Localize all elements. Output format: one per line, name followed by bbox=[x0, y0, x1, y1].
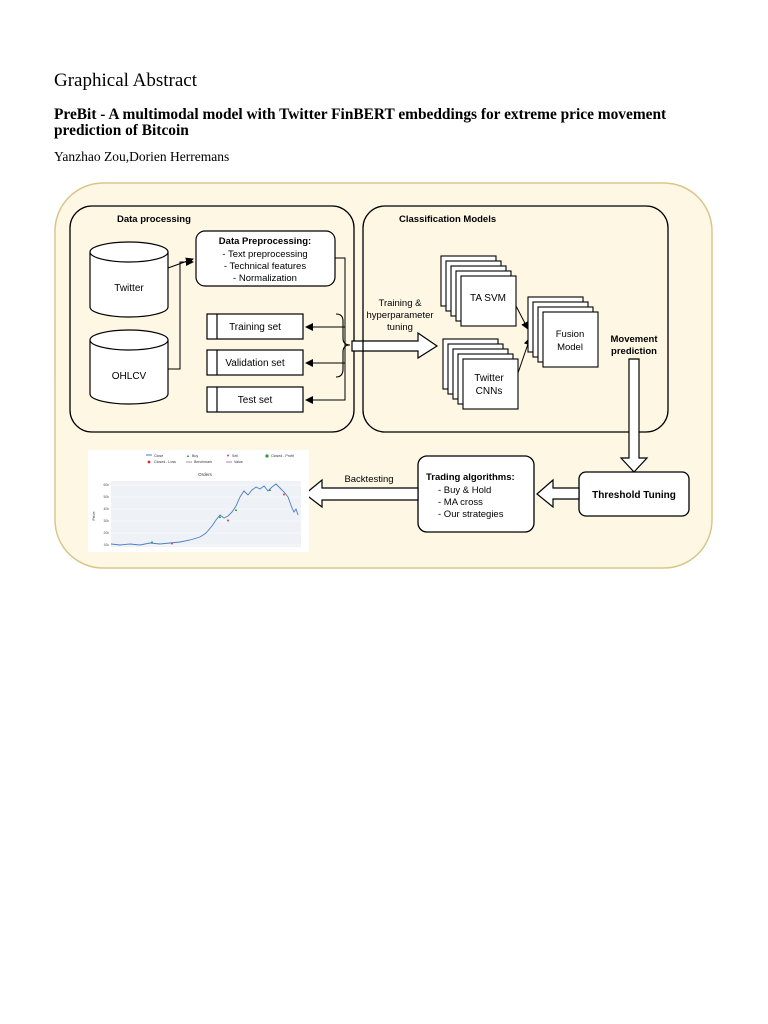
twitter-cnns-stack bbox=[442, 338, 519, 410]
legend-buy-icon: ▲ bbox=[186, 453, 190, 458]
buy-marker: ▲ bbox=[218, 514, 222, 519]
classification-title: Classification Models bbox=[399, 214, 496, 225]
trading-algorithms-title: Trading algorithms: bbox=[426, 472, 515, 483]
fusion-model-stack bbox=[527, 296, 599, 368]
movement-label-line-2: prediction bbox=[611, 346, 657, 357]
backtesting-label: Backtesting bbox=[344, 474, 393, 485]
trading-item-our-strategies: - Our strategies bbox=[438, 509, 504, 520]
preprocessing-step-normalization: - Normalization bbox=[233, 273, 297, 284]
ytick-50k: 50k bbox=[104, 495, 110, 499]
preprocessing-step-text: - Text preprocessing bbox=[222, 249, 307, 260]
twitter-cnns-label-line-1: Twitter bbox=[474, 373, 504, 384]
ta-svm-label: TA SVM bbox=[470, 293, 506, 304]
preprocessing-step-technical: - Technical features bbox=[224, 261, 306, 272]
training-label-line-2: hyperparameter bbox=[366, 310, 433, 321]
orders-chart-title: Orders bbox=[198, 472, 213, 477]
twitter-cnns-label-line-2: CNNs bbox=[476, 386, 503, 397]
legend-closed-loss: Closed - Loss bbox=[154, 460, 176, 464]
legend-closed-profit: Closed - Profit bbox=[271, 454, 294, 458]
ohlcv-source-label: OHLCV bbox=[112, 371, 147, 382]
buy-marker: ▲ bbox=[150, 539, 154, 544]
paper-authors: Yanzhao Zou,Dorien Herremans bbox=[54, 149, 230, 164]
sell-marker: ▼ bbox=[170, 541, 174, 546]
validation-set-box bbox=[206, 349, 304, 376]
legend-close: Close bbox=[154, 454, 163, 458]
legend-buy: Buy bbox=[192, 454, 198, 458]
orders-chart-ylabel: Price bbox=[91, 511, 96, 521]
ytick-60k: 60k bbox=[104, 483, 110, 487]
preprocessing-to-test-arrow bbox=[305, 257, 346, 404]
legend-sell: Sell bbox=[232, 454, 238, 458]
legend-closed-profit-icon bbox=[265, 454, 269, 458]
orders-plot-area bbox=[111, 481, 301, 547]
twitter-database-icon bbox=[89, 241, 169, 318]
orders-price-line bbox=[110, 483, 299, 546]
legend-benchmark: Benchmark bbox=[194, 460, 212, 464]
training-label-line-1: Training & bbox=[379, 298, 423, 309]
twitter-source-label: Twitter bbox=[114, 283, 144, 294]
trading-item-ma-cross: - MA cross bbox=[438, 497, 483, 508]
orders-chart-thumbnail: Close ▲ Buy ▼ Sell Closed - Profit Close… bbox=[88, 450, 309, 552]
fusion-label-line-2: Model bbox=[557, 342, 583, 353]
paper-title: PreBit - A multimodal model with Twitter… bbox=[54, 106, 667, 139]
buy-marker: ▲ bbox=[268, 487, 272, 492]
training-set-label: Training set bbox=[229, 322, 281, 333]
ta-svm-stack bbox=[440, 255, 517, 327]
legend-value: Value bbox=[234, 460, 243, 464]
threshold-to-trading-arrow bbox=[536, 478, 580, 509]
training-set-box bbox=[206, 313, 304, 340]
test-set-label: Test set bbox=[238, 395, 273, 406]
graphical-abstract-heading: Graphical Abstract bbox=[54, 70, 197, 91]
ytick-10k: 10k bbox=[104, 543, 110, 547]
data-processing-panel bbox=[69, 205, 355, 433]
data-preprocessing-title: Data Preprocessing: bbox=[219, 236, 311, 247]
threshold-tuning-label: Threshold Tuning bbox=[592, 490, 676, 501]
buy-marker: ▲ bbox=[234, 507, 238, 512]
sell-marker: ▼ bbox=[226, 518, 230, 523]
movement-down-arrow bbox=[619, 358, 649, 473]
legend-sell-icon: ▼ bbox=[226, 453, 230, 458]
ytick-20k: 20k bbox=[104, 531, 110, 535]
training-label-line-3: tuning bbox=[387, 322, 413, 333]
movement-label-line-1: Movement bbox=[611, 334, 659, 345]
classification-panel bbox=[362, 205, 669, 433]
trading-item-buy-hold: - Buy & Hold bbox=[438, 485, 491, 496]
svm-to-fusion-arrow bbox=[515, 305, 529, 330]
legend-closed-loss-icon bbox=[147, 460, 151, 464]
test-set-box bbox=[206, 386, 304, 413]
splits-brace bbox=[335, 313, 351, 378]
validation-set-label: Validation set bbox=[225, 358, 285, 369]
sell-marker: ▼ bbox=[282, 492, 286, 497]
data-processing-title: Data processing bbox=[117, 214, 191, 225]
ytick-40k: 40k bbox=[104, 507, 110, 511]
ytick-30k: 30k bbox=[104, 519, 110, 523]
ohlcv-to-preprocessing-arrow bbox=[168, 258, 194, 370]
backtesting-arrow bbox=[304, 478, 419, 509]
fusion-label-line-1: Fusion bbox=[556, 329, 585, 340]
ohlcv-database-icon bbox=[89, 329, 169, 405]
